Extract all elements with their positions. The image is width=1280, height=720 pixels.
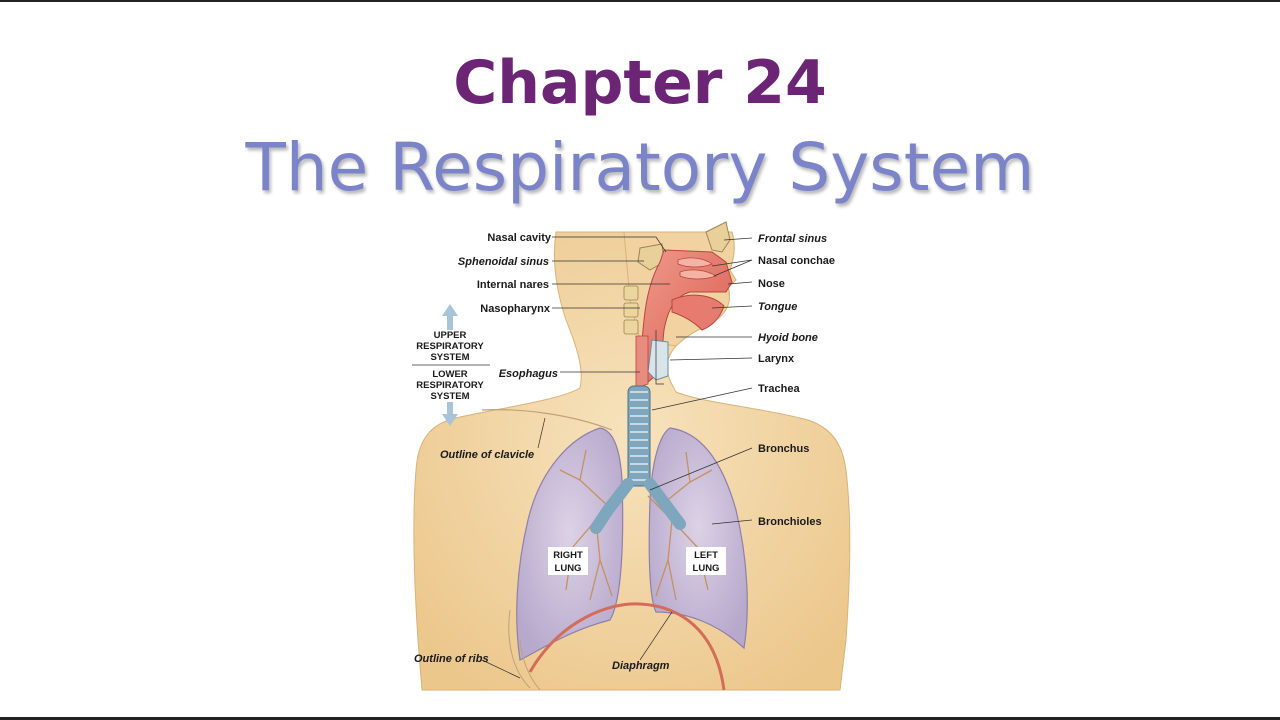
label-nose: Nose: [758, 278, 785, 290]
tongue-shape: [671, 294, 725, 331]
label-bronchioles: Bronchioles: [758, 516, 822, 528]
diaphragm-shape: [528, 602, 726, 691]
label-frontal-sinus: Frontal sinus: [758, 233, 827, 245]
top-border: [0, 0, 1280, 2]
label-upper-3: SYSTEM: [430, 352, 469, 363]
sphenoid-bone: [637, 243, 665, 271]
nasal-conchae-shape: [677, 257, 713, 268]
lower-arrow-icon: [442, 402, 458, 426]
label-upper-1: UPPER: [434, 330, 467, 341]
right-lung-shape: [516, 427, 624, 661]
label-internal-nares: Internal nares: [477, 279, 549, 291]
label-lower-2: RESPIRATORY: [416, 380, 484, 391]
label-nasal-conchae: Nasal conchae: [758, 255, 835, 267]
label-nasal-cavity: Nasal cavity: [487, 232, 551, 244]
cervical-vertebrae: [623, 285, 639, 335]
label-lower-3: SYSTEM: [430, 391, 469, 402]
label-bronchus: Bronchus: [758, 443, 809, 455]
ribs-outline: [508, 609, 541, 691]
label-tongue: Tongue: [758, 301, 797, 313]
label-left-lung-1: LEFT: [694, 550, 718, 561]
larynx-shape: [647, 339, 669, 381]
esophagus-shape: [635, 335, 649, 389]
left-lung-shape: [648, 427, 748, 650]
label-right-lung-2: LUNG: [555, 563, 582, 574]
right-lung-label-bg: [548, 547, 588, 575]
label-outline-clavicle: Outline of clavicle: [440, 449, 534, 461]
label-lower-1: LOWER: [432, 369, 467, 380]
bottom-border: [0, 717, 1280, 720]
clavicle-outline: [481, 409, 613, 431]
label-nasopharynx: Nasopharynx: [480, 303, 551, 315]
label-diaphragm: Diaphragm: [612, 660, 670, 672]
label-sphenoidal-sinus: Sphenoidal sinus: [458, 256, 549, 268]
label-esophagus: Esophagus: [499, 368, 558, 380]
slide-title: Chapter 24: [453, 48, 827, 118]
left-lung-label-bg: [686, 547, 726, 575]
label-hyoid-bone: Hyoid bone: [758, 332, 818, 344]
label-right-lung-1: RIGHT: [553, 550, 583, 561]
label-left-lung-2: LUNG: [693, 563, 720, 574]
label-upper-2: RESPIRATORY: [416, 341, 484, 352]
trachea-shape: [590, 385, 686, 534]
nasal-conchae-shape-2: [679, 269, 717, 280]
label-trachea: Trachea: [758, 383, 800, 395]
label-outline-ribs: Outline of ribs: [414, 653, 489, 665]
skull-bone: [705, 221, 731, 253]
slide-subtitle: The Respiratory System: [245, 129, 1035, 206]
leader-lines: [481, 236, 753, 679]
label-larynx: Larynx: [758, 353, 795, 365]
upper-arrow-icon: [442, 304, 458, 330]
